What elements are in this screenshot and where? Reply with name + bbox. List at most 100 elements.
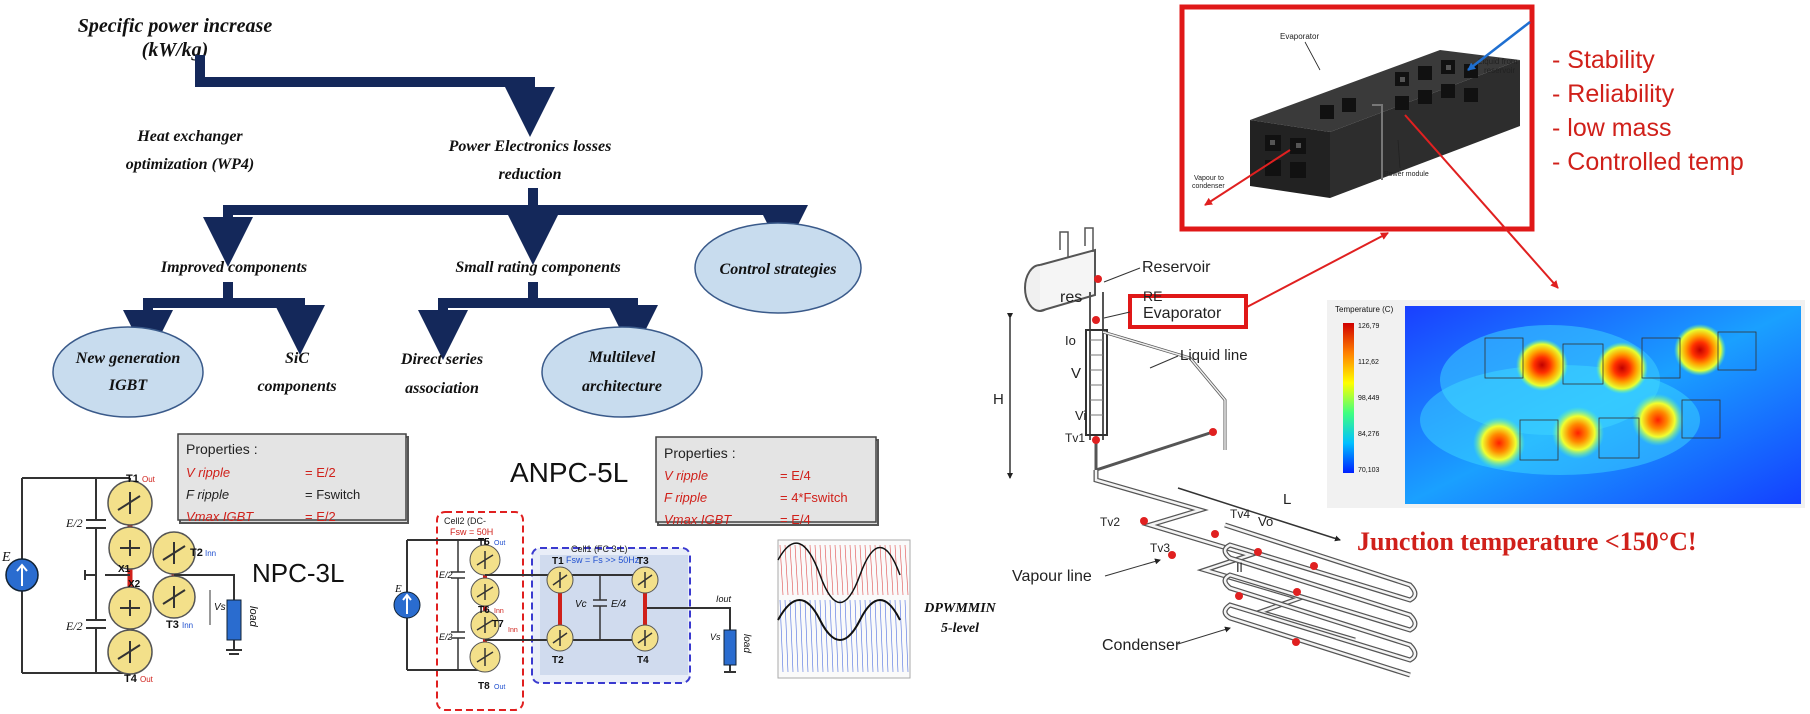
loop-tv3: Tv3 (1150, 541, 1170, 555)
anpc-igbt-t3 (631, 566, 659, 594)
requirement-item-1: - Reliability (1552, 80, 1675, 108)
tree-newgen-ellipse (52, 326, 204, 418)
anpc-cell2-box (436, 511, 524, 711)
tree-improved: Improved components (160, 259, 307, 276)
loop-res: res (1060, 289, 1082, 306)
tree-arrow-improved-bar (143, 298, 325, 355)
loop-tv2: Tv2 (1100, 515, 1120, 529)
npc-t1-label: T1 (126, 473, 139, 485)
thermal-section: Evaporator Liquid from reservoir Vapour … (993, 4, 1805, 678)
npc-title: NPC-3L (252, 558, 344, 588)
tree-newgen-line1: New generation (75, 350, 181, 367)
inset-blue-arrow (1467, 21, 1531, 71)
tree-pe-line1: Power Electronics losses (448, 138, 612, 155)
anpc-t6-label: T6 (478, 605, 490, 616)
tree-multilevel-line2: architecture (582, 378, 662, 395)
loop-vi: Vi (1075, 408, 1086, 423)
anpc-t3-label: T3 (637, 556, 649, 567)
requirement-item-2: - low mass (1552, 114, 1671, 142)
heatmap-title: Temperature (C) (1335, 305, 1394, 314)
anpc-cell1-fsw: Fsw = Fs >> 50Hz (566, 555, 640, 565)
npc-prop-name-1: F ripple (186, 487, 229, 502)
tree-multilevel-line1: Multilevel (588, 349, 656, 366)
anpc-t7-tag: Inn (508, 627, 518, 634)
npc-half-bottom: E/2 (65, 619, 83, 633)
tree-diagram: Specific power increase (kW/kg) Heat exc… (52, 15, 862, 418)
requirement-item-3: - Controlled temp (1552, 148, 1744, 176)
anpc-half-bottom: E/2 (439, 632, 453, 642)
evaporator-module (1250, 50, 1520, 198)
npc-prop-value-0: = E/2 (305, 465, 336, 480)
npc-t1-tag: Out (142, 475, 156, 484)
npc-circuit: E E/2 E/2 T1 Out X1 X2 T2 Inn T3 Inn T4 … (1, 433, 409, 685)
heatmap-tick-0: 126,79 (1358, 323, 1380, 330)
inset-vapour-to-2: condenser (1192, 183, 1225, 190)
anpc-t5-tag: Out (494, 540, 505, 547)
tree-sic-line1: SiC (285, 350, 309, 367)
npc-props-heading: Properties : (186, 441, 258, 457)
anpc-circuit: ANPC-5L Cell2 (DC- Fsw = 50H Cell1 (FC 3… (393, 436, 997, 711)
tree-newgen-line2: IGBT (108, 377, 148, 394)
anpc-half-top: E/2 (439, 570, 453, 580)
anpc-prop-value-2: = E/4 (780, 512, 811, 527)
anpc-cell2-fsw: Fsw = 50H (450, 527, 493, 537)
requirements-list: - Stability- Reliability- low mass- Cont… (1552, 46, 1744, 176)
npc-t4-tag: Out (140, 675, 154, 684)
inset-liquid-from-1: Liquid from (1478, 57, 1518, 66)
anpc-igbt-t8 (469, 641, 501, 673)
npc-igbt-x2 (108, 586, 152, 630)
npc-t4-label: T4 (124, 673, 138, 685)
loop-v: V (1071, 365, 1081, 382)
sensor-dots (1092, 275, 1318, 646)
loop-heat-pipe (1007, 227, 1418, 678)
tree-multilevel-ellipse (541, 326, 703, 418)
anpc-e4-label: E/4 (611, 599, 626, 610)
temperature-heatmap: Temperature (C) 126,79112,6298,44984,276… (1327, 300, 1805, 508)
anpc-igbt-t6 (470, 577, 500, 607)
tree-root-line2: (kW/kg) (142, 39, 209, 61)
npc-igbt-t2 (152, 531, 196, 575)
npc-prop-value-1: = Fswitch (305, 487, 360, 502)
anpc-vs-label: Vs (710, 632, 721, 642)
inset-power-module: Power module (1384, 171, 1429, 178)
anpc-igbt-t2 (546, 624, 574, 652)
tree-direct-line2: association (405, 380, 479, 397)
heatmap-tick-1: 112,62 (1358, 359, 1379, 366)
anpc-t7-label: T7 (492, 619, 504, 630)
npc-prop-name-0: V ripple (186, 465, 230, 480)
npc-load-label: load (247, 606, 259, 628)
loop-io: Io (1065, 333, 1076, 348)
tree-arrow-branch-bar (223, 205, 808, 255)
npc-e-label: E (1, 550, 11, 565)
anpc-igbt-t5 (469, 544, 501, 576)
anpc-iout-label: Iout (716, 594, 732, 604)
anpc-t8-label: T8 (478, 681, 490, 692)
loop-evaporator: Evaporator (1143, 305, 1222, 322)
anpc-t5-label: T5 (478, 537, 490, 548)
npc-prop-value-2: = E/2 (305, 509, 336, 524)
anpc-wave-label-1: DPWMMIN (923, 601, 996, 616)
npc-igbt-t4 (107, 629, 153, 675)
inset-red-arrow (1204, 149, 1291, 206)
tree-arrow-root (195, 55, 555, 137)
junction-temperature: Junction temperature <150°C! (1357, 527, 1697, 556)
callout-line-heatmap (1404, 114, 1559, 289)
heatmap-tick-3: 84,276 (1358, 431, 1380, 438)
callout-line-evaporator (1244, 232, 1389, 309)
tree-control: Control strategies (720, 261, 837, 278)
tree-pe-line2: reduction (498, 166, 561, 183)
anpc-cell2-label: Cell2 (DC- (444, 516, 486, 526)
npc-igbt-t1 (107, 480, 153, 526)
npc-prop-name-2: Vmax IGBT (186, 509, 254, 524)
loop-reservoir: Reservoir (1142, 259, 1211, 276)
npc-t3-label: T3 (166, 619, 179, 631)
tree-heat-line1: Heat exchanger (136, 128, 243, 145)
npc-t3-tag: Inn (182, 621, 193, 630)
anpc-load (723, 629, 737, 666)
npc-igbt-x1 (108, 526, 152, 570)
anpc-t2-label: T2 (552, 655, 564, 666)
